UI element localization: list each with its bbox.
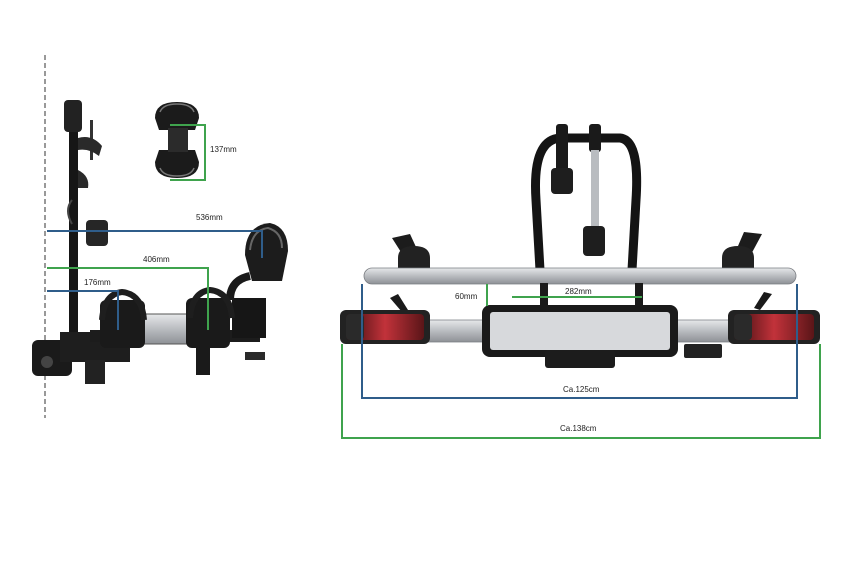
side-wheel-cradles <box>99 223 288 321</box>
dimension-138: Ca.138cm <box>341 344 821 439</box>
dim-label-176: 176mm <box>84 278 111 287</box>
rear-light-bar <box>340 292 820 368</box>
dimension-536: 536mm <box>47 213 263 258</box>
dimension-406: 406mm <box>47 255 209 330</box>
dimension-137: 137mm <box>170 124 237 181</box>
dim-label-406: 406mm <box>143 255 170 264</box>
dim-label-60: 60mm <box>455 292 478 301</box>
rear-view: 60mm 282mm Ca.125cm Ca.138cm <box>340 124 821 439</box>
side-carrier-arm <box>90 272 266 375</box>
side-mast <box>64 100 108 358</box>
side-view: 137mm 536mm 406mm 176mm <box>32 55 288 418</box>
dim-label-138: Ca.138cm <box>560 424 597 433</box>
cradle-detail <box>155 102 199 178</box>
dim-label-282: 282mm <box>565 287 592 296</box>
dim-label-125: Ca.125cm <box>563 385 600 394</box>
dimension-60: 60mm <box>455 284 488 306</box>
rear-upright-frame <box>531 124 642 271</box>
dimension-125: Ca.125cm <box>361 284 798 399</box>
dimension-176: 176mm <box>47 278 119 330</box>
dim-label-536: 536mm <box>196 213 223 222</box>
rear-upper-bar <box>363 232 797 305</box>
dim-label-137: 137mm <box>210 145 237 154</box>
dimension-282: 282mm <box>512 287 642 298</box>
